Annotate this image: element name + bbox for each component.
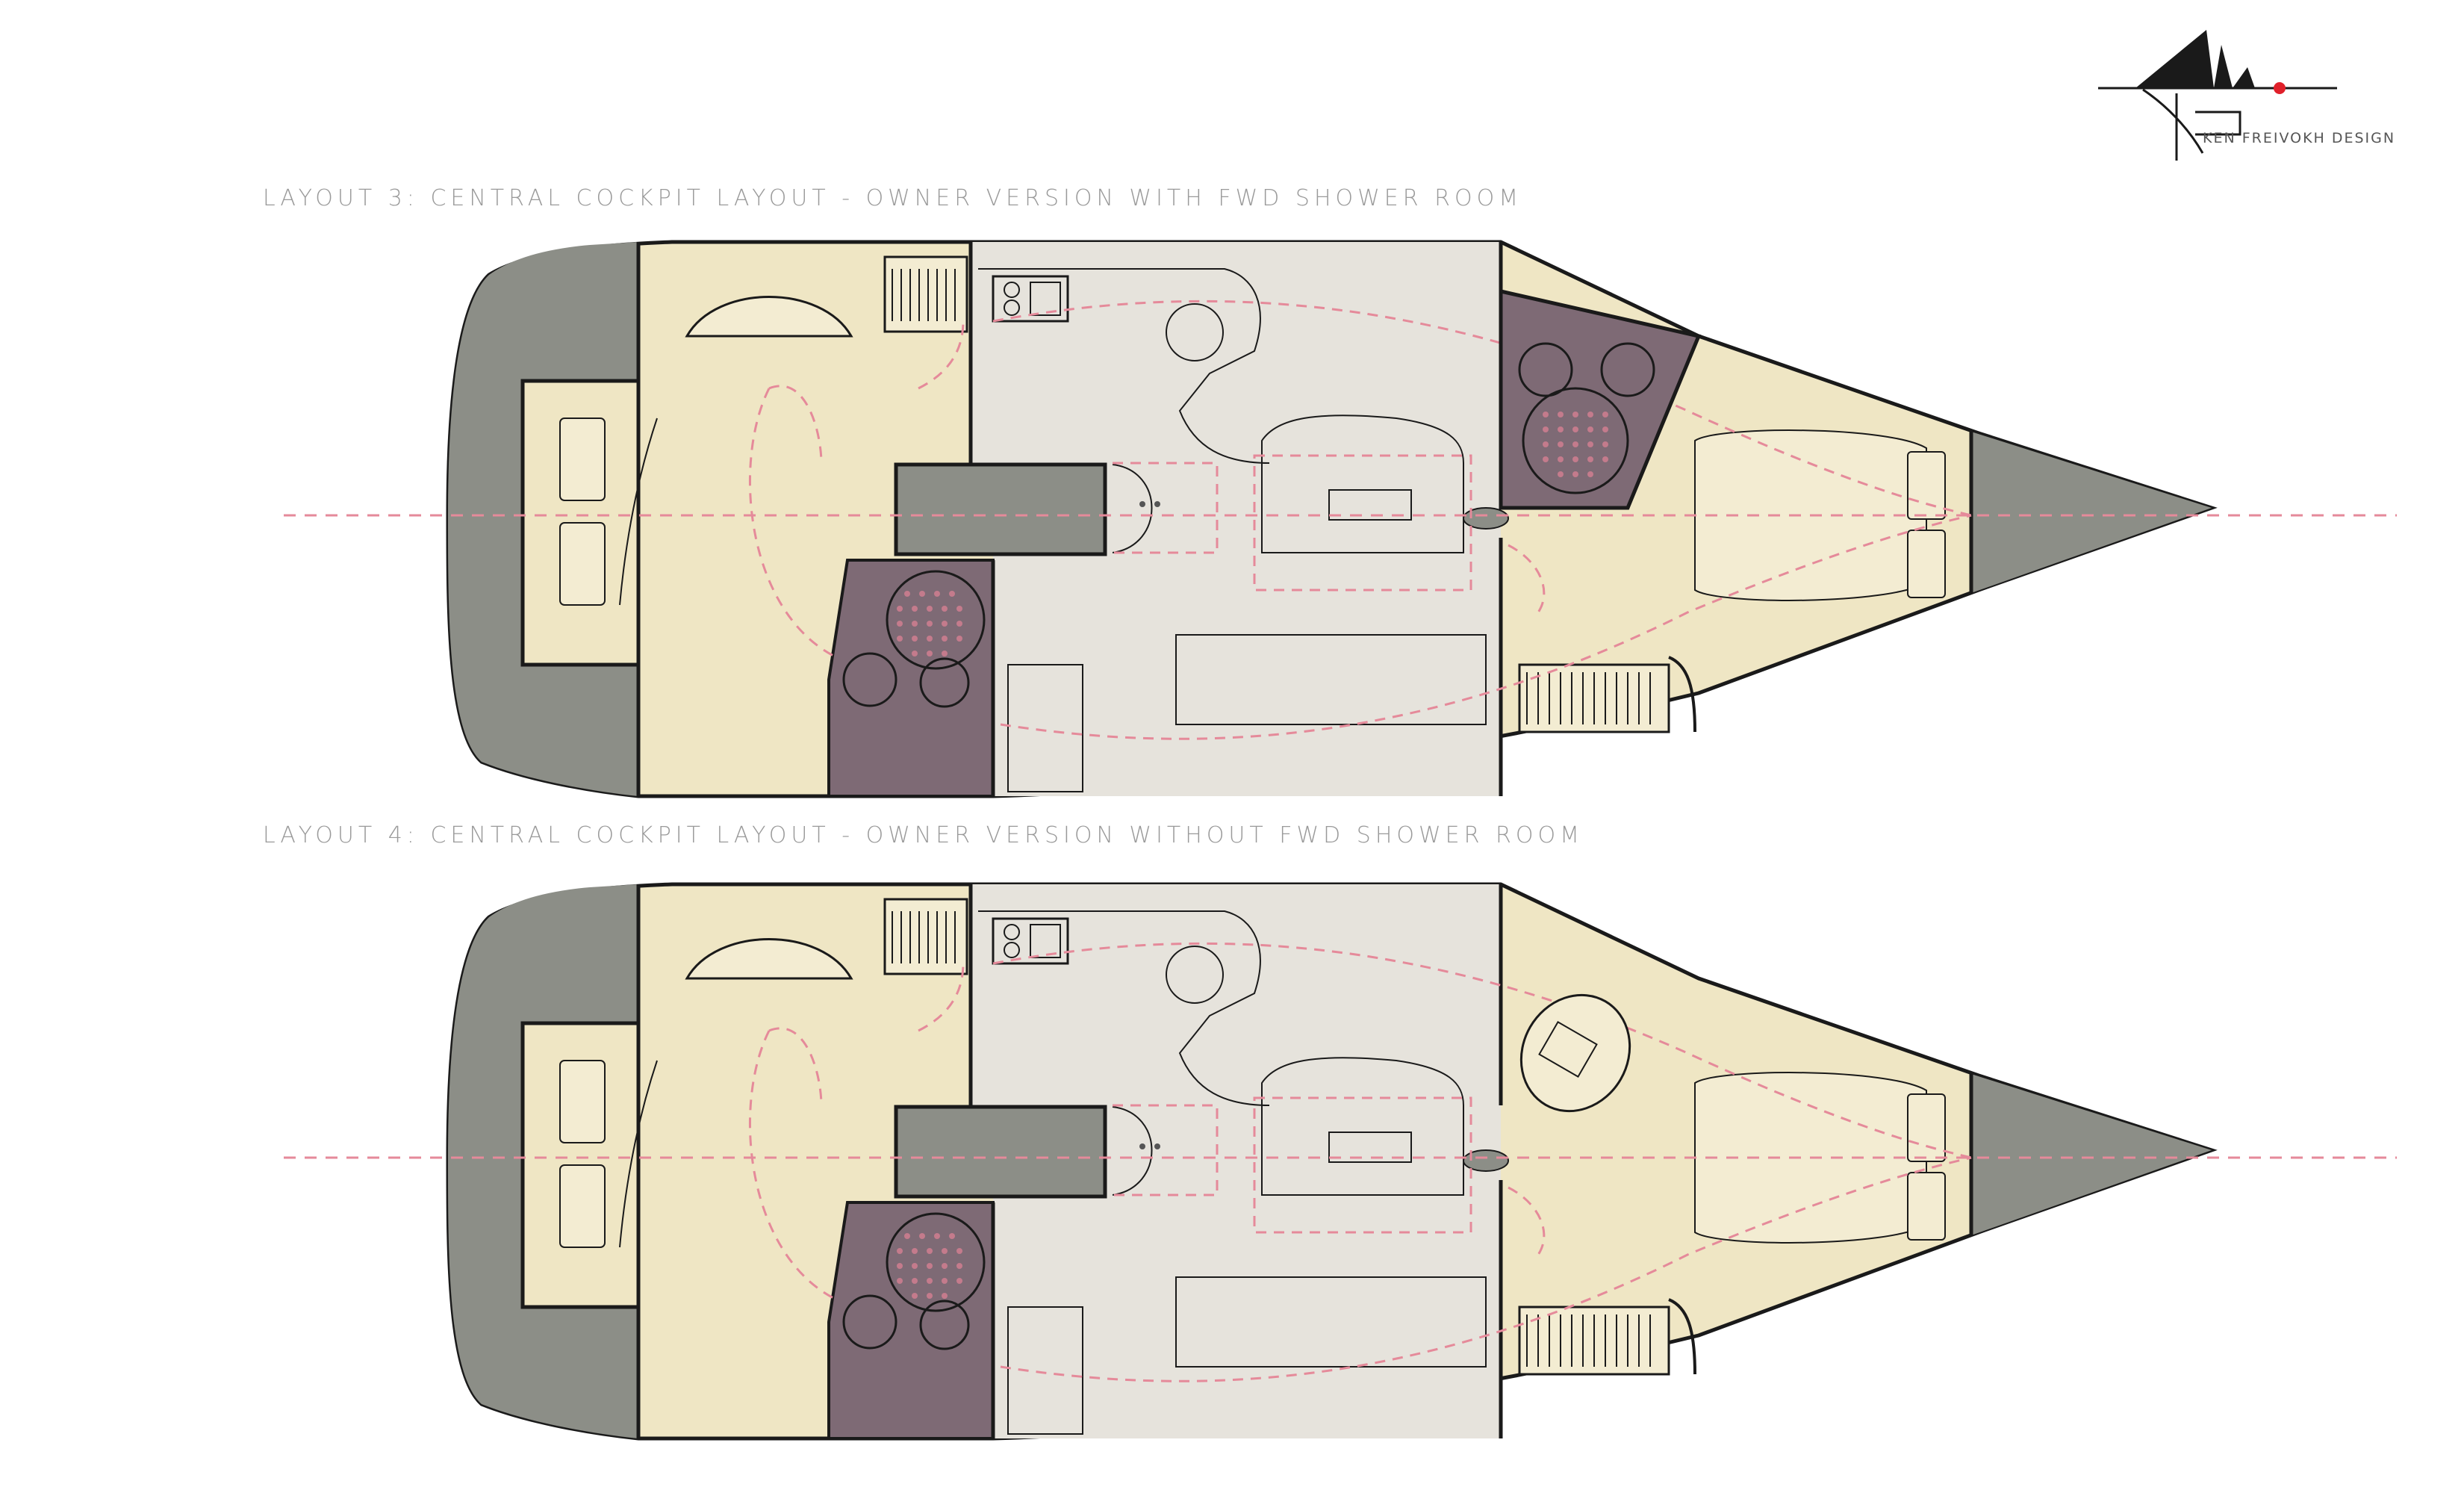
brand-name: KEN FREIVOKH DESIGN xyxy=(2203,130,2396,146)
forward-shower-room xyxy=(1499,288,1702,510)
plan-title-layout-3: LAYOUT 3: CENTRAL COCKPIT LAYOUT - OWNER… xyxy=(263,185,1523,211)
plan-title-layout-4: LAYOUT 4: CENTRAL COCKPIT LAYOUT - OWNER… xyxy=(263,822,1584,848)
plan-layout-4 xyxy=(284,884,2397,1438)
logo-dot xyxy=(2274,82,2286,94)
plan-layout-3 xyxy=(284,242,2397,796)
forward-cabin-seat xyxy=(1519,993,1631,1113)
kfd-monogram-icon xyxy=(2098,30,2337,161)
